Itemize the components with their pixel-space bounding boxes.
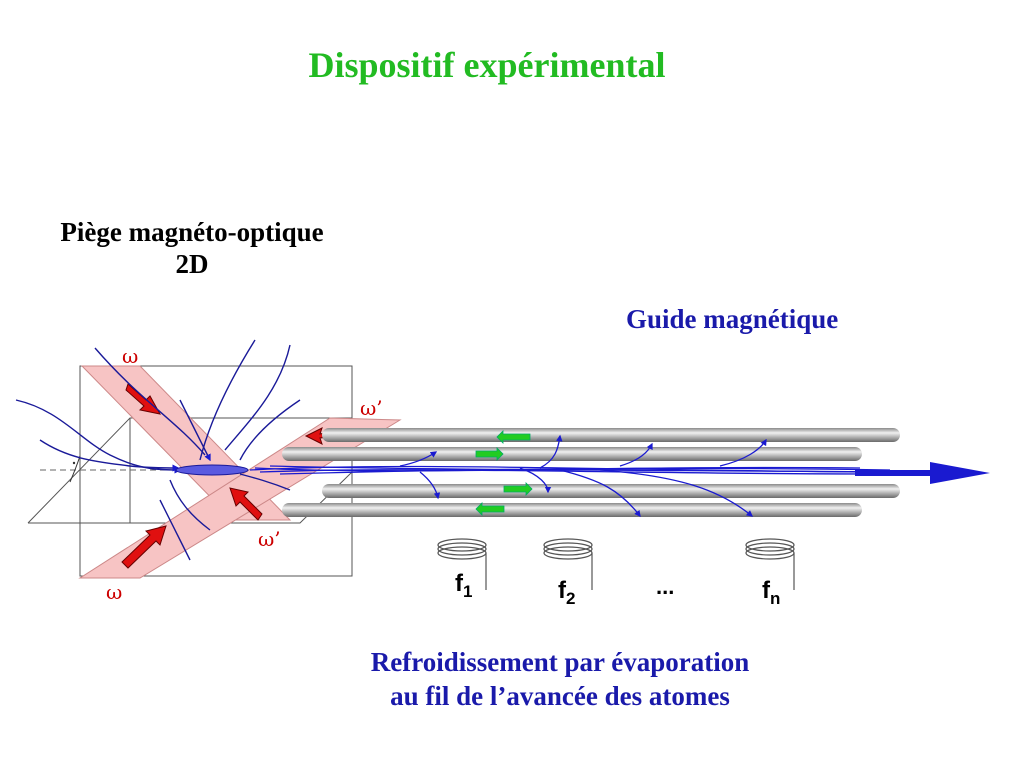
mot-field-lines bbox=[15, 339, 301, 561]
coil-label-f2-main: f bbox=[558, 577, 566, 604]
coil-label-f1-main: f bbox=[455, 570, 463, 597]
omega-label-top: ω bbox=[122, 344, 139, 368]
mot-label-line1: Piège magnéto-optique bbox=[60, 217, 324, 247]
beam-arrow-bottom bbox=[121, 525, 167, 569]
guide-tube-top-back bbox=[322, 428, 900, 442]
cooling-label-line2: au fil de l’avancée des atomes bbox=[390, 681, 730, 711]
coil-label-f2-sub: 2 bbox=[566, 589, 576, 608]
coil-ellipsis: ... bbox=[656, 574, 675, 599]
atom-beam-trajectories bbox=[249, 434, 901, 518]
current-arrow-1 bbox=[496, 430, 531, 444]
current-arrow-2 bbox=[475, 447, 504, 461]
rf-coil-1 bbox=[437, 538, 487, 590]
guide-tube-top-front bbox=[282, 447, 862, 461]
page-title: Dispositif expérimental bbox=[308, 45, 666, 85]
current-arrow-3 bbox=[503, 482, 533, 496]
guide-tube-bottom-front bbox=[282, 503, 862, 517]
rf-coil-n bbox=[745, 538, 795, 590]
coil-label-fn: fn bbox=[762, 577, 780, 609]
current-arrow-4 bbox=[475, 502, 505, 516]
coil-label-fn-main: f bbox=[762, 577, 770, 604]
mot-label-line2: 2D bbox=[175, 249, 209, 279]
coil-label-f1-sub: 1 bbox=[463, 582, 473, 601]
output-beam-arrow bbox=[855, 462, 990, 484]
omega-prime-label-top: ω’ bbox=[360, 396, 383, 420]
beam-arrow-center bbox=[229, 487, 263, 521]
coil-label-fn-sub: n bbox=[770, 589, 781, 608]
rf-coil-2 bbox=[543, 538, 593, 590]
guide-tube-bottom-back bbox=[322, 484, 900, 498]
atom-cloud bbox=[175, 464, 249, 476]
guide-label: Guide magnétique bbox=[626, 304, 839, 334]
cooling-label: Refroidissement par évaporation au fil d… bbox=[300, 645, 820, 713]
omega-prime-label-bottom: ω’ bbox=[258, 527, 281, 551]
coil-label-f2: f2 bbox=[558, 577, 575, 609]
cooling-label-line1: Refroidissement par évaporation bbox=[370, 647, 750, 677]
omega-label-bottom: ω bbox=[106, 580, 123, 604]
coil-label-f1: f1 bbox=[455, 570, 472, 602]
mot-label: Piège magnéto-optique 2D bbox=[22, 216, 362, 280]
